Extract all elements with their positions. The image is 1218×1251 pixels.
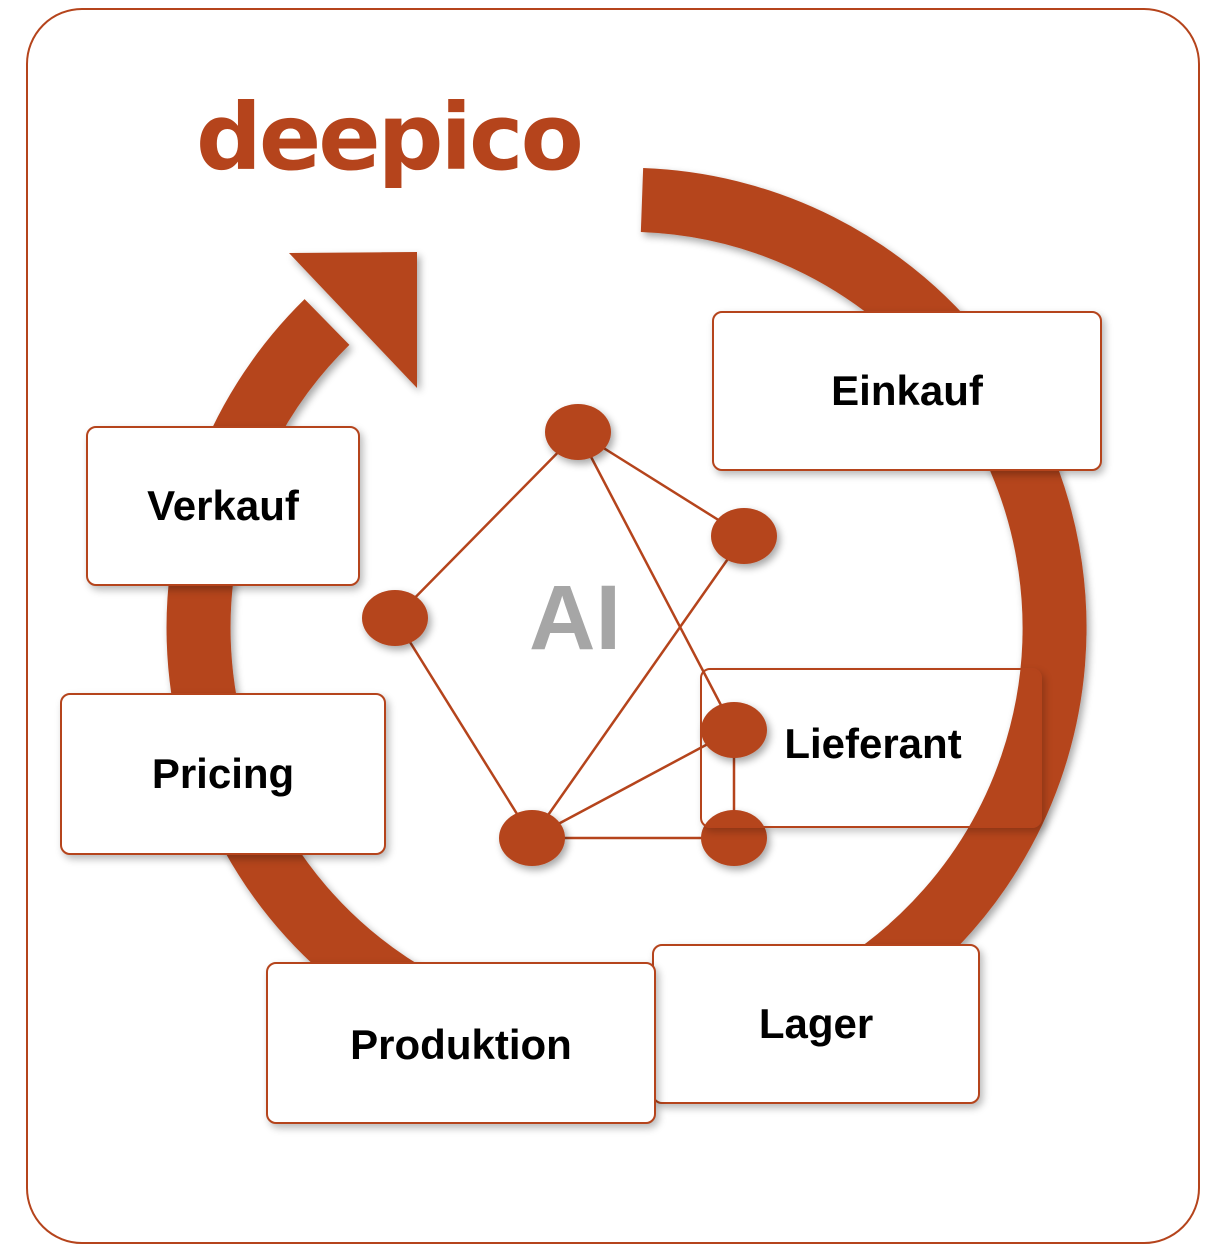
stage-pricing-label: Pricing [151,750,295,797]
ai-label: AI [529,567,621,669]
deepico-logo: deepico [196,84,584,191]
network-edge [394,431,579,619]
stage-lager: Lager [652,944,980,1104]
stage-einkauf-label: Einkauf [831,367,983,414]
cycle-arrow-head [289,252,417,388]
network-node [711,508,777,564]
stage-verkauf: Verkauf [86,426,360,586]
network-node [701,702,767,758]
network-node [362,590,428,646]
network-nodes [362,404,777,866]
stage-produktion: Produktion [266,962,656,1124]
stage-lieferant: Lieferant [700,668,1042,828]
network-edge [576,431,736,731]
network-edge [577,430,745,538]
stage-produktion-label: Produktion [350,1021,572,1068]
stage-einkauf: Einkauf [712,311,1102,471]
network-edge [393,617,534,839]
stage-pricing: Pricing [60,693,386,855]
network-edge [530,535,746,839]
stage-lager-label: Lager [758,1000,874,1047]
network-node [499,810,565,866]
network-node [701,810,767,866]
stage-verkauf-label: Verkauf [147,482,299,529]
stage-lieferant-label: Lieferant [784,720,962,767]
network-node [545,404,611,460]
